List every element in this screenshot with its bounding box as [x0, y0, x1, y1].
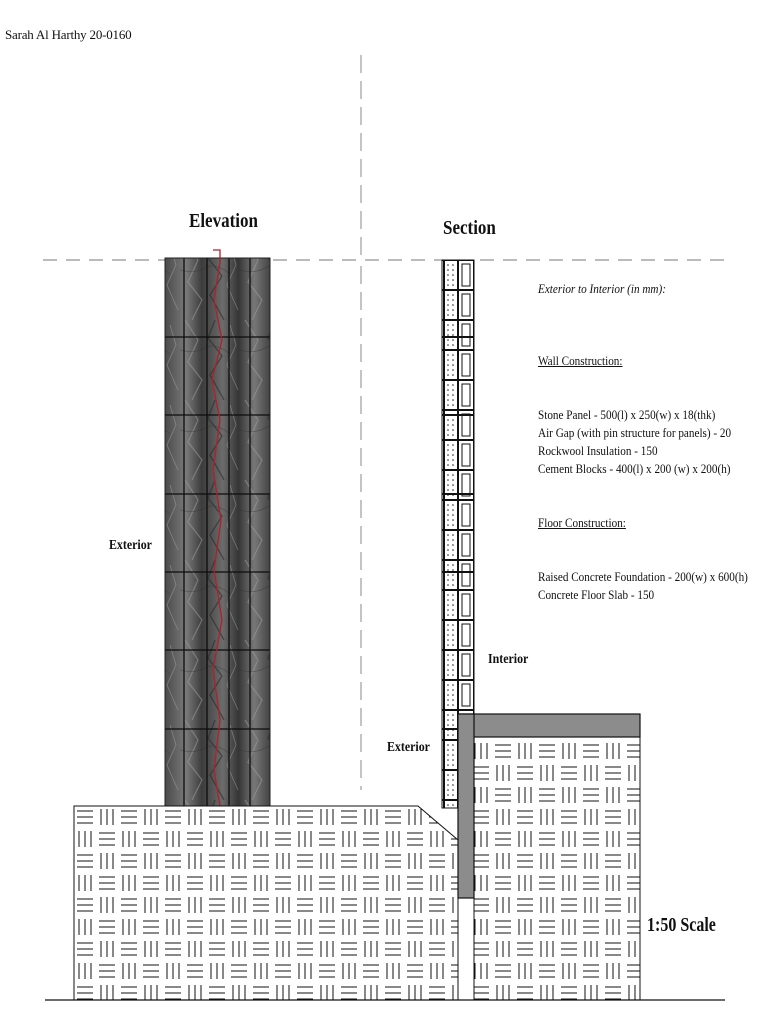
- floor-item: Raised Concrete Foundation - 200(w) x 60…: [538, 569, 748, 584]
- floor-slab: [457, 713, 641, 738]
- elevation-title: Elevation: [189, 210, 258, 232]
- construction-notes: Exterior to Interior (in mm): Wall Const…: [538, 280, 748, 604]
- wall-item: Rockwool Insulation - 150: [538, 443, 658, 458]
- author-label: Sarah Al Harthy 20-0160: [5, 27, 132, 42]
- notes-intro: Exterior to Interior (in mm):: [538, 281, 666, 296]
- section-interior-label: Interior: [488, 652, 529, 667]
- section-exterior-label: Exterior: [387, 740, 430, 755]
- floor-item: Concrete Floor Slab - 150: [538, 587, 655, 602]
- section-title: Section: [443, 217, 496, 239]
- section-ground: [473, 736, 641, 1001]
- wall-construction-heading: Wall Construction:: [538, 353, 623, 368]
- scale-label: 1:50 Scale: [647, 914, 716, 936]
- elevation-stone-wall: [164, 257, 271, 807]
- floor-construction-heading: Floor Construction:: [538, 515, 626, 530]
- concrete-foundation: [457, 713, 475, 899]
- wall-item: Air Gap (with pin structure for panels) …: [538, 425, 732, 440]
- elevation-exterior-label: Exterior: [109, 538, 152, 553]
- elevation-ground: [73, 805, 459, 1001]
- wall-item: Stone Panel - 500(l) x 250(w) x 18(thk): [538, 407, 716, 422]
- wall-item: Cement Blocks - 400(l) x 200 (w) x 200(h…: [538, 461, 731, 476]
- section-cut-line: [211, 249, 223, 823]
